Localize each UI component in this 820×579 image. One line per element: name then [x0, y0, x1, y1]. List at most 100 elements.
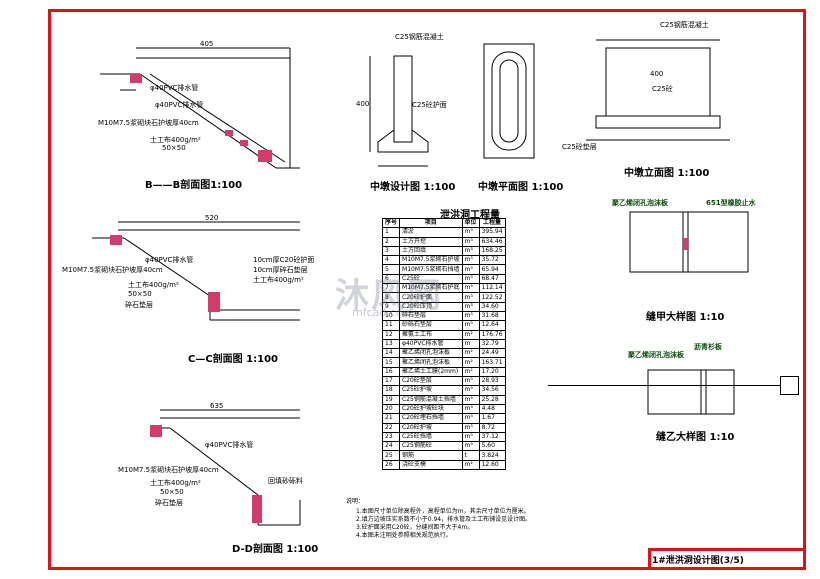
qty-unit: m³: [461, 245, 480, 257]
qty-item: 聚乙烯土工膜(2mm): [399, 366, 463, 378]
dd-fill: 回填砂砾料: [268, 477, 303, 485]
bb-mortar: M10M7.5浆砌块石护坡厚40cm: [98, 119, 199, 127]
qty-item: 清淤: [399, 227, 463, 238]
dd-layer: 碎石垫层: [155, 499, 183, 507]
qty-unit: m: [461, 338, 480, 350]
qty-amount: 1.67: [478, 413, 506, 424]
qty-unit: m²: [461, 459, 480, 471]
detail-a-label1: 聚乙烯闭孔泡沫板: [612, 199, 668, 207]
qty-amount: 37.12: [478, 431, 506, 443]
qty-amount: 395.94: [478, 227, 506, 238]
qty-amount: 5.60: [478, 441, 506, 452]
qty-index: 14: [381, 348, 401, 359]
pier-plan-title: 中墩平面图 1:100: [478, 182, 564, 193]
qty-amount: 65.94: [478, 264, 506, 275]
drawing-frame: [48, 9, 806, 570]
section-cc-pipes: [110, 235, 220, 312]
qty-amount: 168.25: [478, 245, 506, 257]
detail-b-label2: 沥青杉板: [694, 343, 722, 351]
qty-amount: 17.20: [478, 366, 506, 378]
cc-note2: 10cm厚碎石垫层: [253, 266, 308, 274]
qty-amount: 112.14: [478, 283, 506, 294]
section-bb-pipes: [130, 74, 272, 162]
qty-unit: m²: [461, 366, 480, 378]
cc-note1: 10cm厚C20砼护面: [253, 256, 315, 264]
qty-index: 25: [381, 450, 401, 461]
qty-item: C25砼护坡: [399, 385, 463, 396]
qty-index: 21: [381, 413, 401, 424]
title-block-text: 1#泄洪洞设计图(3/5): [652, 556, 744, 566]
qty-item: 钢筋: [399, 450, 463, 461]
qty-item: C20砼护坡: [399, 422, 463, 433]
qty-amount: 3.824: [478, 450, 506, 461]
qty-item: 砂砾石垫层: [399, 320, 463, 331]
qty-amount: 176.76: [478, 329, 506, 340]
dd-concrete: 50×50: [160, 488, 184, 496]
dd-soil: 土工布400g/m²: [150, 479, 201, 487]
qty-index: 18: [381, 385, 401, 396]
dd-title: D-D剖面图 1:100: [232, 544, 319, 555]
detail-a-seal: [683, 238, 688, 250]
watermark-site: mfcad.com: [352, 306, 414, 319]
qty-item: C20砼护坡砼块: [399, 403, 463, 415]
section-dd-pipes: [150, 425, 262, 523]
qty-item: C25钢筋混凝土挡墙: [399, 394, 463, 405]
qty-unit: m³: [461, 403, 480, 415]
qty-index: 19: [381, 394, 401, 405]
qty-amount: 32.79: [478, 338, 506, 350]
qty-amount: 12.64: [478, 320, 506, 331]
qty-amount: 8.72: [478, 422, 506, 433]
pier-design-label-top: C25钢筋混凝土: [395, 33, 444, 41]
cc-note3: 土工布400g/m²: [253, 276, 304, 284]
qty-unit: m³: [461, 310, 480, 322]
section-bb-lines: [100, 47, 300, 169]
qty-index: 16: [381, 366, 401, 378]
qty-index: 4: [381, 255, 401, 266]
qty-col-index: 序号: [381, 217, 401, 229]
cc-dim-top: 520: [205, 214, 219, 222]
notes-head: 说明：: [346, 498, 365, 505]
qty-unit: m³: [461, 273, 480, 285]
pier-elev-title: 中墩立面图 1:100: [624, 168, 710, 179]
qty-index: 11: [381, 320, 401, 331]
qty-index: 17: [381, 376, 401, 387]
qty-amount: 4.48: [478, 403, 506, 415]
cc-concrete: 50×50: [128, 290, 152, 298]
qty-unit: m³: [461, 385, 480, 396]
title-block: [648, 548, 806, 570]
qty-amount: 35.72: [478, 255, 506, 266]
cc-layer: 碎石垫层: [125, 301, 153, 309]
pier-elev-label-top: C25钢筋混凝土: [660, 21, 709, 29]
qty-unit: m³: [461, 236, 480, 247]
watermark-brand: 沐风网: [335, 276, 443, 316]
qty-item: C20砼垫层: [399, 376, 463, 387]
qty-amount: 25.28: [478, 394, 506, 405]
dd-mortar: M10M7.5浆砌块石护坡厚40cm: [118, 466, 219, 474]
qty-index: 15: [381, 357, 401, 368]
qty-amount: 28.93: [478, 376, 506, 387]
bb-pipe-label1: φ40PVC排水管: [150, 84, 199, 92]
cad-pickbox-cursor[interactable]: [780, 376, 799, 395]
pier-design-dim: 400: [356, 100, 370, 108]
cc-soil: 土工布400g/m²: [128, 281, 179, 289]
qty-unit: m³: [461, 320, 480, 331]
qty-unit: m³: [461, 301, 480, 312]
qty-index: 26: [381, 459, 401, 471]
pier-design-label-mid: C25砼护面: [412, 101, 447, 109]
qty-amount: 31.68: [478, 310, 506, 322]
